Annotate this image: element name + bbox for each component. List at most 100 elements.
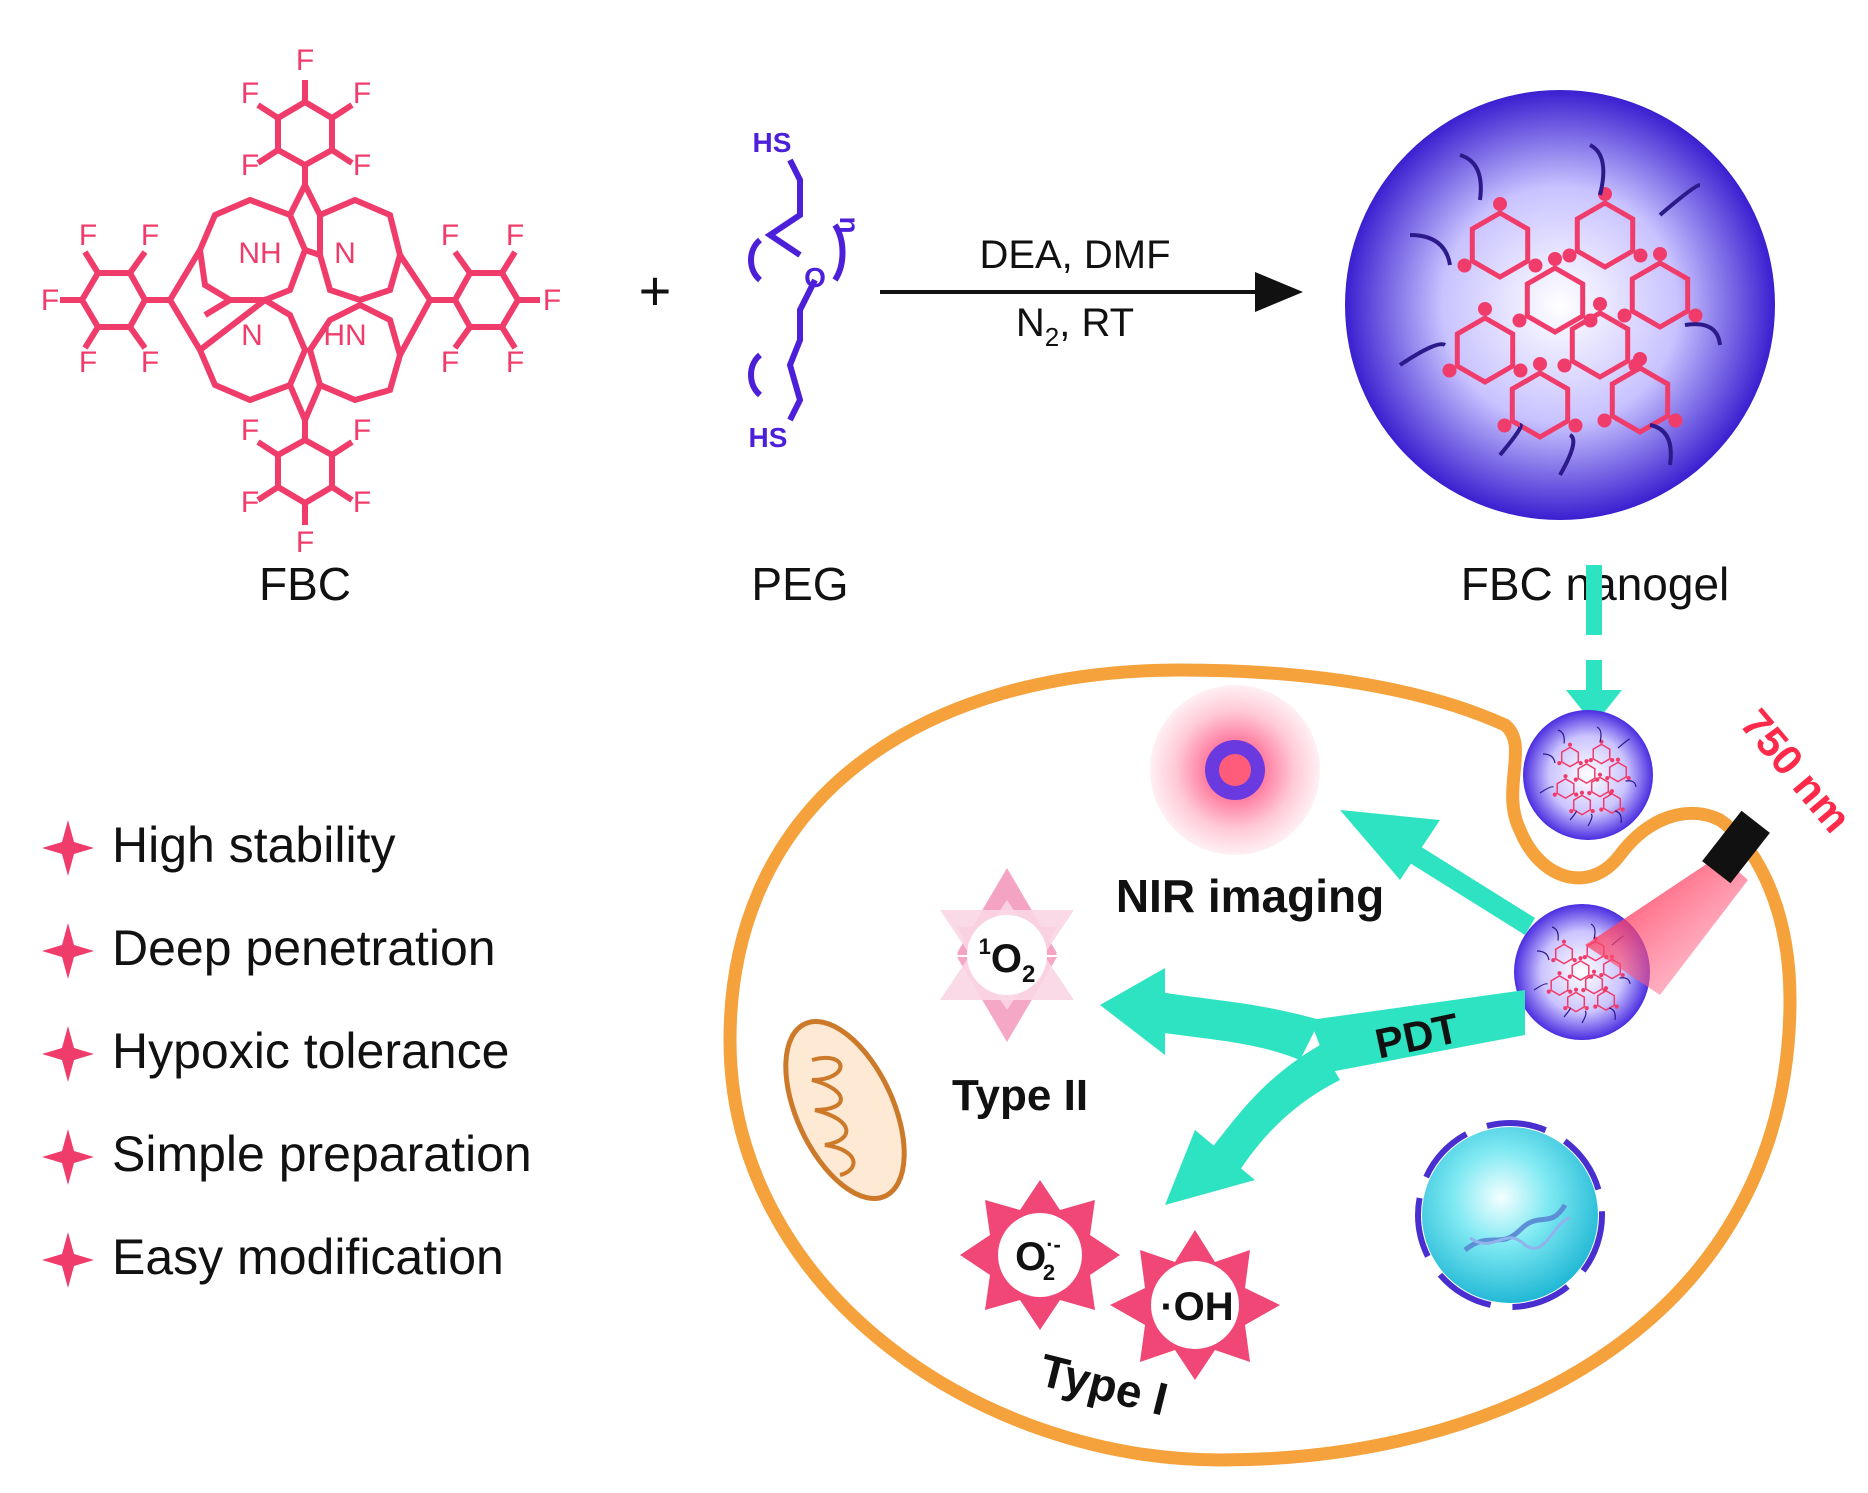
fbc-unit xyxy=(1592,743,1611,765)
fbc-molecule-structure xyxy=(60,80,540,525)
fbc-node xyxy=(1493,197,1507,211)
fluorine-label: F xyxy=(241,149,259,182)
peg-thiol-bottom: HS xyxy=(749,422,788,453)
fluorine-label: F xyxy=(353,486,371,519)
fbc-unit xyxy=(1596,990,1616,1011)
fbc-node xyxy=(1561,939,1567,944)
feature-item: Deep penetration xyxy=(42,920,496,979)
peg-chain xyxy=(1542,753,1556,764)
fbc-node xyxy=(1605,776,1610,781)
peg-chain xyxy=(1658,183,1701,217)
fbc-unit xyxy=(1566,991,1586,1013)
imaging-arrow xyxy=(1340,810,1535,935)
feature-item: Simple preparation xyxy=(42,1126,532,1185)
fbc-nanogel-large xyxy=(1345,90,1775,520)
feature-label: Easy modification xyxy=(112,1229,504,1285)
singlet-oxygen-star xyxy=(940,868,1074,1042)
fbc-node xyxy=(1578,761,1583,766)
mitochondrion-icon xyxy=(783,1019,907,1201)
fbc-node xyxy=(1599,807,1604,812)
bottom-pentafluorophenyl xyxy=(256,420,354,525)
fbc-node xyxy=(1617,308,1632,323)
peg-chain xyxy=(1459,153,1483,201)
sparkle-icon xyxy=(42,1232,94,1288)
fbc-node xyxy=(1572,958,1577,963)
fbc-unit xyxy=(1524,265,1586,335)
fluorine-label: F xyxy=(441,346,459,379)
fbc-node xyxy=(1582,955,1587,960)
cell-membrane xyxy=(723,663,1797,1467)
fbc-node xyxy=(1442,363,1457,378)
fbc-unit xyxy=(1577,763,1596,784)
fbc-node xyxy=(1597,413,1612,428)
nanogel-network-small xyxy=(1539,726,1637,827)
fbc-node xyxy=(1610,758,1615,763)
peg-chain xyxy=(1398,342,1447,367)
nanogel-entering-cell xyxy=(1523,710,1653,840)
fbc-unit xyxy=(1554,943,1574,965)
fbc-node xyxy=(1513,363,1528,378)
fbc-node xyxy=(1614,1004,1619,1009)
type2-label: Type II xyxy=(952,1071,1088,1120)
fluorine-label: F xyxy=(441,219,459,252)
fbc-unit xyxy=(1608,761,1628,783)
peg-chain xyxy=(1619,977,1631,985)
peg-chain xyxy=(1498,423,1523,457)
fbc-node xyxy=(1599,973,1604,978)
fbc-unit xyxy=(1556,778,1575,799)
sparkle-icon xyxy=(42,1026,94,1082)
feature-label: High stability xyxy=(112,817,395,873)
fluorine-label: F xyxy=(79,219,97,252)
fbc-unit xyxy=(1572,794,1592,816)
fbc-unit xyxy=(1571,960,1590,981)
fbc-node xyxy=(1620,973,1625,978)
left-pentafluorophenyl xyxy=(60,250,170,350)
fbc-node xyxy=(1633,248,1648,263)
peg-label: PEG xyxy=(751,558,848,610)
fbc-node xyxy=(1563,774,1568,779)
n-label: N xyxy=(334,237,356,270)
fbc-label: FBC xyxy=(259,558,351,610)
fbc-node xyxy=(1597,772,1603,777)
fbc-node xyxy=(1528,258,1543,273)
fluorine-label: F xyxy=(141,346,159,379)
superoxide-label: O·-2 xyxy=(1015,1232,1061,1285)
fbc-node xyxy=(1557,358,1572,373)
fbc-node xyxy=(1593,297,1607,311)
fbc-node xyxy=(1478,302,1492,316)
feature-label: Deep penetration xyxy=(112,920,496,976)
fbc-unit xyxy=(1609,365,1671,435)
peg-chain xyxy=(1581,1010,1587,1024)
fbc-node xyxy=(1626,776,1631,781)
peg-chain xyxy=(1649,423,1673,466)
peg-chain xyxy=(1533,983,1548,991)
fbc-node xyxy=(1653,247,1667,261)
peg-repeat-n: n xyxy=(834,216,865,233)
fluorine-label: F xyxy=(353,149,371,182)
fbc-node xyxy=(1551,958,1556,963)
fbc-node xyxy=(1595,777,1600,782)
fluorine-label: F xyxy=(506,346,524,379)
peg-thiol-top: HS xyxy=(753,127,792,158)
fbc-node xyxy=(1562,248,1577,263)
fbc-unit xyxy=(1602,793,1622,814)
peg-chain xyxy=(1539,786,1554,794)
fbc-node xyxy=(1567,742,1573,747)
fluorine-label: F xyxy=(296,526,314,559)
peg-chain xyxy=(1563,1007,1571,1018)
n-label: N xyxy=(241,319,263,352)
peg-chain xyxy=(1625,780,1637,788)
fbc-node xyxy=(1457,258,1472,273)
peg-chain xyxy=(1588,143,1606,196)
fbc-node xyxy=(1688,308,1703,323)
peg-chain xyxy=(1536,950,1550,961)
fbc-node xyxy=(1512,313,1527,328)
fbc-node xyxy=(1573,777,1578,782)
hydroxyl-label: ·OH xyxy=(1160,1285,1233,1329)
fluorine-label: F xyxy=(353,414,371,447)
top-pentafluorophenyl xyxy=(256,80,354,185)
feature-item: High stability xyxy=(42,817,395,876)
feature-label: Hypoxic tolerance xyxy=(112,1023,509,1079)
superoxide-star xyxy=(960,1180,1120,1330)
